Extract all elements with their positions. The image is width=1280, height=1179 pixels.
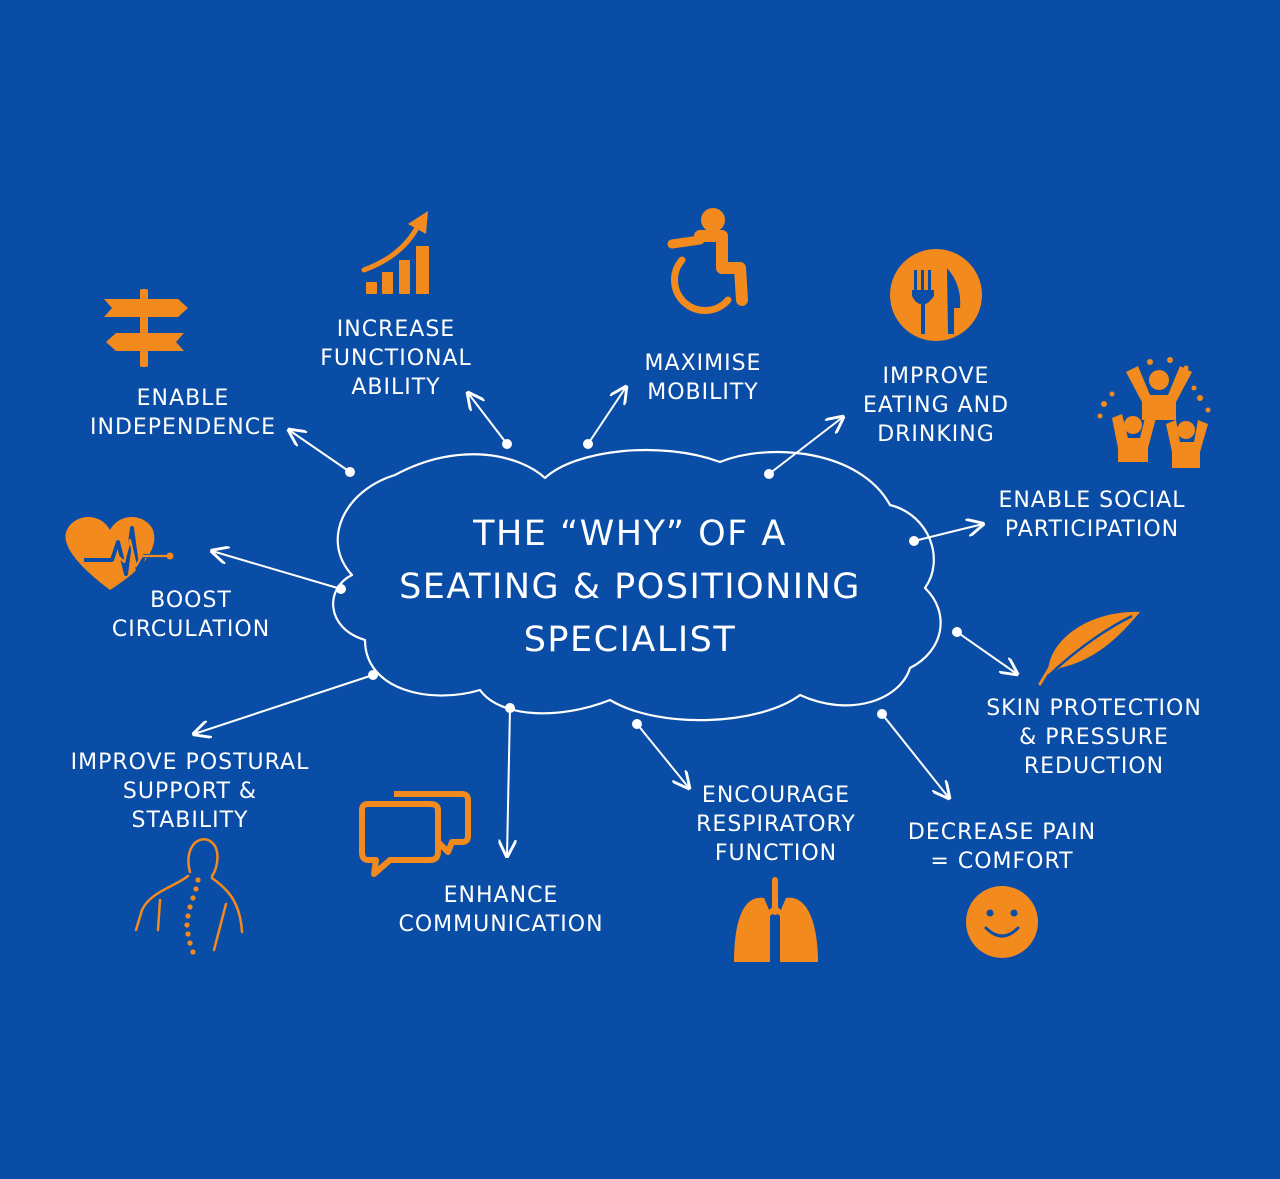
label-enable-independence: ENABLE INDEPENDENCE xyxy=(90,386,276,440)
wheelchair-icon xyxy=(667,208,748,314)
label-enable-social-participation: ENABLE SOCIAL PARTICIPATION xyxy=(998,488,1186,542)
central-cloud xyxy=(332,448,942,722)
feather-icon xyxy=(1038,611,1140,686)
spine-icon xyxy=(134,838,244,955)
label-increase-functional-ability: INCREASE FUNCTIONAL ABILITY xyxy=(320,317,472,400)
heart-pulse-icon xyxy=(65,517,174,590)
label-encourage-respiratory-function: ENCOURAGE RESPIRATORY FUNCTION xyxy=(696,783,856,866)
arrow-increase-functional-ability xyxy=(468,393,512,449)
label-boost-circulation: BOOST CIRCULATION xyxy=(111,588,271,642)
arrow-social-participation xyxy=(909,524,983,546)
label-improve-postural-support: IMPROVE POSTURAL SUPPORT & STABILITY xyxy=(70,750,310,833)
arrow-improve-eating xyxy=(764,417,843,479)
arrow-decrease-pain xyxy=(877,709,949,798)
signpost-icon xyxy=(104,289,188,367)
arrow-enable-independence xyxy=(289,430,355,477)
people-group-icon xyxy=(1097,357,1211,468)
label-skin-protection: SKIN PROTECTION & PRESSURE REDUCTION xyxy=(986,696,1202,779)
arrow-communication xyxy=(506,703,514,856)
arrow-postural-support xyxy=(194,670,378,734)
connector-arrows xyxy=(194,387,1017,856)
label-enhance-communication: ENHANCE COMMUNICATION xyxy=(398,883,604,937)
arrow-boost-circulation xyxy=(212,551,346,594)
central-title: THE “WHY” OF A SEATING & POSITIONING SPE… xyxy=(399,514,861,660)
label-improve-eating-and-drinking: IMPROVE EATING AND DRINKING xyxy=(862,364,1010,447)
smiley-icon xyxy=(966,886,1038,958)
lungs-icon xyxy=(734,877,818,962)
arrow-skin-protection xyxy=(952,627,1017,674)
growth-chart-icon xyxy=(361,211,429,294)
arrow-maximise-mobility xyxy=(583,387,626,449)
fork-knife-icon xyxy=(890,249,982,341)
arrow-respiratory xyxy=(632,719,689,788)
speech-bubbles-icon xyxy=(359,791,471,877)
label-maximise-mobility: MAXIMISE MOBILITY xyxy=(644,351,762,405)
label-decrease-pain: DECREASE PAIN = COMFORT xyxy=(907,820,1097,874)
